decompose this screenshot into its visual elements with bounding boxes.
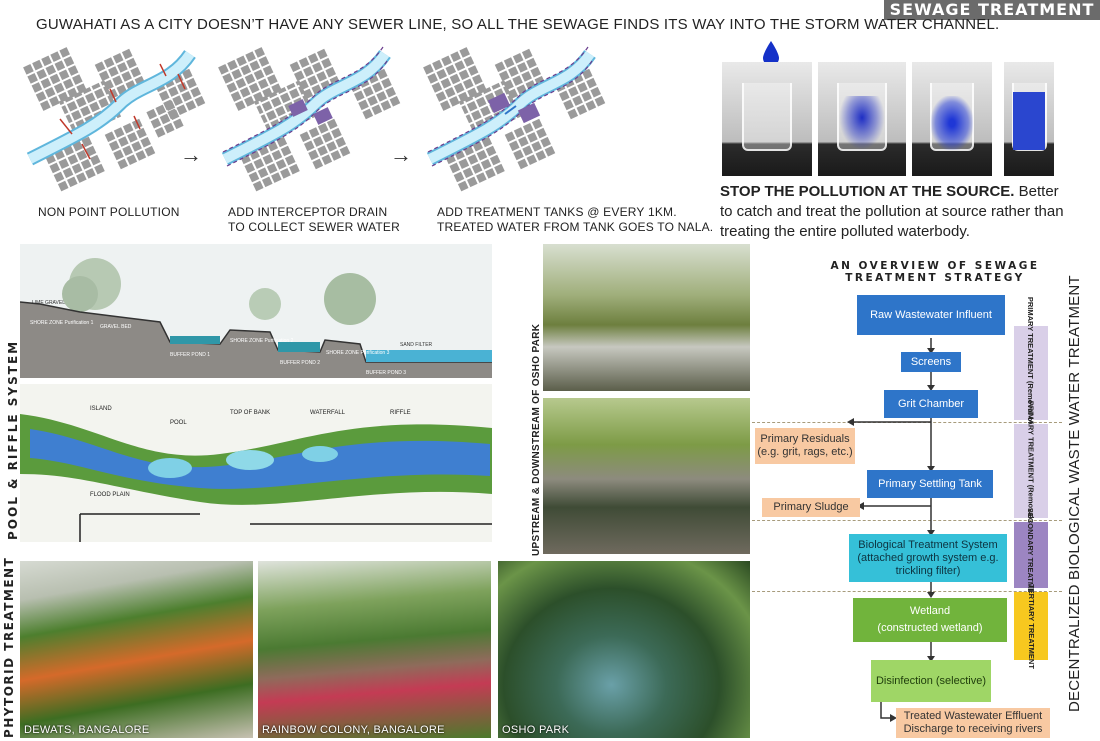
section-label-sand-filter: SAND FILTER bbox=[400, 342, 433, 348]
side-primary-ss: PRIMARY TREATMENT (Removal of SS) bbox=[1014, 400, 1048, 542]
flow-vertical-title: DECENTRALIZED BIOLOGICAL WASTE WATER TRE… bbox=[1066, 275, 1083, 712]
arrow-1: → bbox=[180, 142, 202, 167]
plan-label-top-of-bank: TOP OF BANK bbox=[230, 410, 270, 416]
section-label-shore2: SHORE ZONE Purification 2 bbox=[230, 338, 294, 344]
plan-label-riffle: RIFFLE bbox=[390, 410, 411, 416]
flow-wetland-line2: (constructed wetland) bbox=[877, 622, 983, 634]
osho-downstream-photo bbox=[543, 398, 750, 554]
pool-riffle-section: LIME GRAVEL SHORE ZONE Purification 1 GR… bbox=[20, 244, 492, 378]
osho-upstream-photo bbox=[543, 244, 750, 391]
section-label-shore1: SHORE ZONE Purification 1 bbox=[30, 320, 94, 326]
glass-photo-clear bbox=[722, 62, 812, 176]
flow-wetland-line1: Wetland bbox=[909, 605, 951, 617]
caption-interceptor-line2: TO COLLECT SEWER WATER bbox=[228, 220, 400, 234]
glass-photos bbox=[722, 62, 1054, 176]
flow-biological-treatment: Biological Treatment System (attached gr… bbox=[849, 534, 1007, 582]
caption-interceptor-line1: ADD INTERCEPTOR DRAIN bbox=[228, 205, 388, 219]
stop-pollution-heading: STOP THE POLLUTION AT THE SOURCE. bbox=[720, 183, 1015, 200]
diagram-treatment-tanks bbox=[421, 45, 607, 193]
plan-label-island: ISLAND bbox=[90, 406, 112, 412]
glass-photo-ink-2 bbox=[912, 62, 992, 176]
pool-riffle-side-label: POOL & RIFFLE SYSTEM bbox=[6, 339, 20, 540]
ink-drop-icon bbox=[763, 41, 779, 66]
photo-label-dewats: DEWATS, BANGALORE bbox=[24, 724, 150, 736]
flow-primary-sludge: Primary Sludge bbox=[762, 498, 860, 517]
photo-label-rainbow: RAINBOW COLONY, BANGALORE bbox=[262, 724, 445, 736]
caption-non-point: NON POINT POLLUTION bbox=[38, 205, 180, 219]
section-banner: SEWAGE TREATMENT bbox=[884, 0, 1100, 20]
pool-riffle-plan: ISLAND POOL TOP OF BANK WATERFALL RIFFLE… bbox=[20, 384, 492, 542]
flow-disinfection: Disinfection (selective) bbox=[871, 660, 991, 702]
phytorid-photo-osho: OSHO PARK bbox=[498, 561, 750, 738]
flow-primary-residuals: Primary Residuals (e.g. grit, rags, etc.… bbox=[755, 428, 855, 464]
flow-effluent: Treated Wastewater Effluent Discharge to… bbox=[896, 708, 1050, 738]
section-label-shore3: SHORE ZONE Purification 3 bbox=[326, 350, 390, 356]
intro-text: GUWAHATI AS A CITY DOESN’T HAVE ANY SEWE… bbox=[36, 16, 1000, 33]
flow-effluent-line1: Treated Wastewater Effluent bbox=[903, 710, 1043, 722]
side-secondary: SECONDARY TREATMENT bbox=[1014, 507, 1048, 603]
plan-label-waterfall: WATERFALL bbox=[310, 410, 346, 416]
plan-label-flood-plain: FLOOD PLAIN bbox=[90, 492, 130, 498]
section-label-buffer2: BUFFER POND 2 bbox=[280, 360, 320, 366]
photo-label-osho: OSHO PARK bbox=[502, 724, 570, 736]
section-label-buffer1: BUFFER POND 1 bbox=[170, 352, 210, 358]
flow-raw-wastewater: Raw Wastewater Influent bbox=[857, 295, 1005, 335]
flow-title-line2: TREATMENT STRATEGY bbox=[845, 272, 1025, 284]
flow-primary-settling: Primary Settling Tank bbox=[867, 470, 993, 498]
flow-screens: Screens bbox=[901, 352, 961, 372]
caption-interceptor: ADD INTERCEPTOR DRAIN TO COLLECT SEWER W… bbox=[228, 205, 400, 235]
flow-connectors bbox=[847, 338, 935, 722]
section-label-gravel-bed: GRAVEL BED bbox=[100, 324, 132, 330]
phytorid-photo-dewats: DEWATS, BANGALORE bbox=[20, 561, 253, 738]
divider-3 bbox=[752, 591, 1062, 592]
divider-2 bbox=[752, 520, 1062, 521]
glass-photo-ink-3 bbox=[1004, 62, 1054, 176]
arrow-2: → bbox=[390, 142, 412, 167]
diagram-interceptor-drain bbox=[216, 45, 402, 193]
glass-photo-ink-1 bbox=[818, 62, 906, 176]
side-tertiary: TERTIARY TREATMENT bbox=[1014, 584, 1048, 668]
section-label-lime-gravel: LIME GRAVEL bbox=[32, 300, 65, 306]
side-primary-solids: PRIMARY TREATMENT (Removal of solids) bbox=[1014, 296, 1048, 450]
caption-tanks-line1: ADD TREATMENT TANKS @ EVERY 1KM. bbox=[437, 205, 677, 219]
caption-tanks-line2: TREATED WATER FROM TANK GOES TO NALA. bbox=[437, 220, 714, 234]
flow-effluent-line2: Discharge to receiving rivers bbox=[903, 723, 1043, 735]
flow-title: AN OVERVIEW OF SEWAGE TREATMENT STRATEGY bbox=[800, 260, 1070, 284]
phytorid-side-label: PHYTORID TREATMENT bbox=[2, 556, 16, 738]
plan-label-pool: POOL bbox=[170, 420, 187, 426]
phytorid-photo-rainbow: RAINBOW COLONY, BANGALORE bbox=[258, 561, 491, 738]
stop-pollution-text: STOP THE POLLUTION AT THE SOURCE. Better… bbox=[720, 182, 1070, 242]
flow-wetland: Wetland (constructed wetland) bbox=[853, 598, 1007, 642]
flow-grit-chamber: Grit Chamber bbox=[884, 390, 978, 418]
section-label-buffer3: BUFFER POND 3 bbox=[366, 370, 406, 376]
flow-title-line1: AN OVERVIEW OF SEWAGE bbox=[830, 260, 1040, 272]
diagram-non-point-pollution bbox=[21, 45, 207, 193]
osho-side-label: UPSTREAM & DOWNSTREAM OF OSHO PARK bbox=[531, 323, 542, 556]
stop-pollution-body: Better to catch and treat the pollution … bbox=[720, 183, 1064, 240]
caption-treatment-tanks: ADD TREATMENT TANKS @ EVERY 1KM. TREATED… bbox=[437, 205, 713, 235]
river-diagrams bbox=[21, 45, 607, 193]
